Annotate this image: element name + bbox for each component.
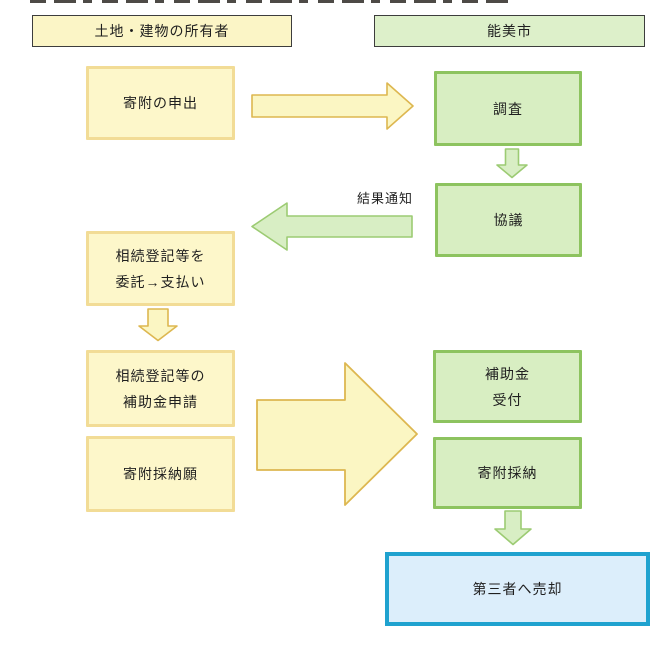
final-box-label: 第三者へ売却 xyxy=(472,581,563,597)
arrow-right-offer-to-investigation-icon xyxy=(251,82,414,130)
arrow-down-acceptance-to-sale-icon xyxy=(494,510,532,546)
arrow-down-investigation-to-consultation-icon xyxy=(496,148,528,179)
box-consultation: 協議 xyxy=(435,183,582,257)
box-line: 寄附採納願 xyxy=(123,466,198,482)
cropped-title-remnant xyxy=(30,0,512,3)
box-subsidy-reception: 補助金 受付 xyxy=(433,350,582,423)
city-column-header: 能美市 xyxy=(374,15,645,47)
box-investigation: 調査 xyxy=(434,71,582,146)
arrow-left-result-notice-icon xyxy=(251,202,413,251)
box-line: 補助金申請 xyxy=(123,393,198,410)
box-line: 寄附採納 xyxy=(477,465,538,481)
box-line: 委託→支払い xyxy=(115,273,206,290)
box-donation-acceptance: 寄附採納 xyxy=(433,437,582,509)
box-sale-to-third-party: 第三者へ売却 xyxy=(385,552,650,626)
result-notice-label: 結果通知 xyxy=(356,191,413,206)
box-line: 相続登記等の xyxy=(115,367,206,384)
box-line: 調査 xyxy=(493,100,523,117)
box-donation-offer-label: 寄附の申出 xyxy=(123,95,198,111)
owner-column-header: 土地・建物の所有者 xyxy=(32,15,292,47)
arrow-down-registration-to-application-icon xyxy=(138,308,178,342)
owner-header-label: 土地・建物の所有者 xyxy=(94,23,230,39)
box-line: 受付 xyxy=(492,391,523,408)
city-header-label: 能美市 xyxy=(487,23,532,39)
box-line: 協議 xyxy=(493,212,524,228)
box-donation-offer: 寄附の申出 xyxy=(86,66,235,140)
box-line: 相続登記等を xyxy=(115,247,206,264)
box-inheritance-registration-payment: 相続登記等を 委託→支払い xyxy=(86,231,235,306)
arrow-right-big-submit-to-city-icon xyxy=(256,362,418,506)
box-donation-acceptance-request: 寄附採納願 xyxy=(86,436,235,512)
box-subsidy-application: 相続登記等の 補助金申請 xyxy=(86,350,235,427)
box-line: 補助金 xyxy=(485,365,530,382)
